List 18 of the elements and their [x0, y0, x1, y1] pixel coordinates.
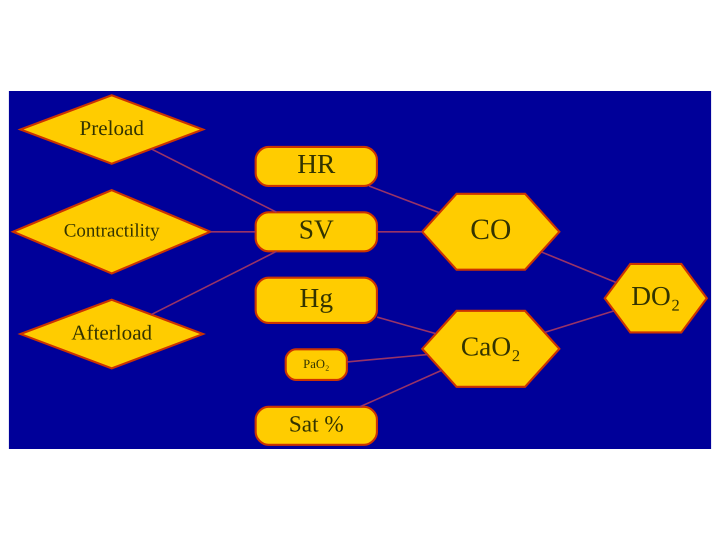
node-box: Hg [254, 276, 378, 324]
connector [368, 185, 440, 214]
connector [377, 230, 422, 233]
connector [541, 251, 616, 284]
connector [544, 310, 614, 334]
node-box: Sat % [254, 406, 378, 446]
node-diamond: Contractility [10, 188, 214, 275]
connector [150, 148, 277, 213]
connector [376, 316, 436, 334]
node-box: SV [254, 211, 378, 252]
node-diamond: Afterload [18, 298, 206, 370]
connector [346, 354, 428, 363]
node-box: HR [254, 146, 378, 187]
node-diamond: Preload [18, 94, 206, 165]
connector [150, 250, 277, 316]
connector [210, 230, 256, 233]
connector [360, 370, 442, 408]
node-box: PaO₂ [284, 348, 348, 381]
